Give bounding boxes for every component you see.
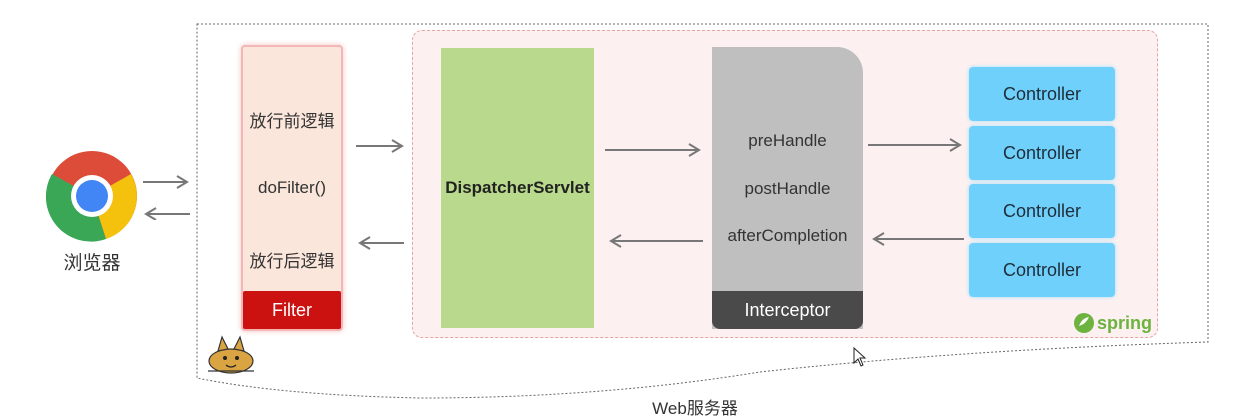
request-arrow-interceptor-to-controller xyxy=(868,138,962,152)
web-server-label: Web服务器 xyxy=(652,399,738,418)
interceptor-prehandle: preHandle xyxy=(748,131,827,150)
controller-box: Controller xyxy=(969,243,1115,297)
request-arrow-dispatcher-to-interceptor xyxy=(605,143,701,157)
filter-after-logic: 放行后逻辑 xyxy=(249,252,335,271)
filter-do-filter: doFilter() xyxy=(257,178,326,197)
response-arrow-dispatcher-to-filter xyxy=(358,236,404,250)
tomcat-icon xyxy=(200,333,262,377)
mouse-cursor-icon xyxy=(853,346,867,367)
controller-box: Controller xyxy=(969,67,1115,121)
interceptor-title: Interceptor xyxy=(712,291,863,329)
request-arrow-filter-to-dispatcher xyxy=(356,139,404,153)
controller-box: Controller xyxy=(969,126,1115,180)
chrome-icon xyxy=(45,150,138,242)
response-arrow-controller-to-interceptor xyxy=(872,232,964,246)
dispatcher-servlet-box xyxy=(441,48,594,328)
dispatcher-servlet-label: DispatcherServlet xyxy=(445,178,590,197)
interceptor-aftercompletion: afterCompletion xyxy=(727,226,848,245)
interceptor-posthandle: postHandle xyxy=(744,179,831,198)
filter-before-logic: 放行前逻辑 xyxy=(249,112,335,131)
browser-label: 浏览器 xyxy=(63,253,121,274)
controller-box: Controller xyxy=(969,184,1115,238)
spring-logo-text: spring xyxy=(1097,313,1152,333)
filter-title: Filter xyxy=(243,291,341,329)
filter-box xyxy=(241,45,343,331)
spring-logo: spring xyxy=(1073,311,1157,335)
request-arrow-browser-to-filter xyxy=(143,175,190,220)
response-arrow-interceptor-to-dispatcher xyxy=(609,234,703,248)
interceptor-box xyxy=(712,47,863,329)
